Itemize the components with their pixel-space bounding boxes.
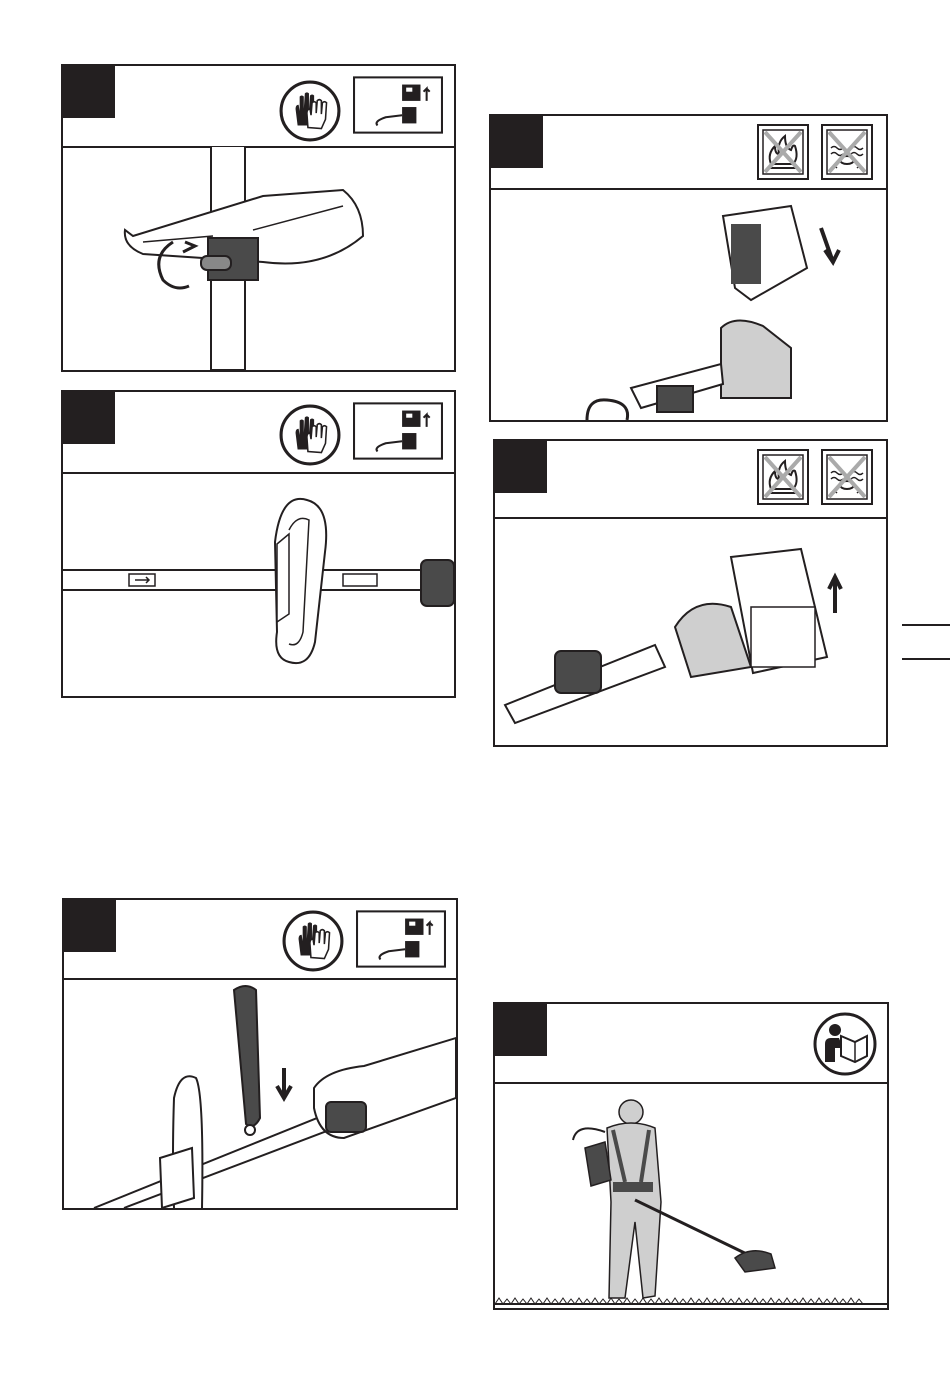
step-number-box bbox=[63, 66, 115, 118]
handle-position-illustration bbox=[63, 472, 454, 696]
panel-header bbox=[63, 66, 454, 148]
panel-handle-position bbox=[61, 390, 456, 698]
step-number-box bbox=[63, 392, 115, 444]
remove-battery-icon bbox=[353, 402, 443, 460]
panel-header bbox=[495, 441, 886, 519]
panel-header bbox=[63, 392, 454, 474]
step-number-box bbox=[491, 116, 543, 168]
panel-header bbox=[64, 900, 456, 980]
panel-strap-clamp bbox=[61, 64, 456, 372]
gloves-icon bbox=[279, 404, 341, 466]
operator-illustration bbox=[495, 1082, 887, 1308]
gloves-icon bbox=[282, 910, 344, 972]
panel-attach-shoulder-strap bbox=[62, 898, 458, 1210]
step-number-box bbox=[64, 900, 116, 952]
no-fire-icon bbox=[757, 124, 809, 180]
page-edge-tab-bottom bbox=[902, 658, 950, 660]
panel-insert-battery bbox=[489, 114, 888, 422]
insert-battery-illustration bbox=[491, 188, 886, 420]
panel-operating-position bbox=[493, 1002, 889, 1310]
step-number-box bbox=[495, 441, 547, 493]
page-edge-tab-top bbox=[902, 624, 950, 626]
no-fire-icon bbox=[757, 449, 809, 505]
step-number-box bbox=[495, 1004, 547, 1056]
panel-header bbox=[491, 116, 886, 190]
no-water-icon bbox=[821, 449, 873, 505]
remove-battery-icon bbox=[356, 910, 446, 968]
strap-clamp-illustration bbox=[63, 146, 454, 370]
shoulder-strap-illustration bbox=[64, 978, 456, 1208]
read-manual-icon bbox=[813, 1012, 877, 1076]
gloves-icon bbox=[279, 80, 341, 142]
remove-battery-illustration bbox=[495, 517, 886, 745]
no-water-icon bbox=[821, 124, 873, 180]
remove-battery-icon bbox=[353, 76, 443, 134]
panel-header bbox=[495, 1004, 887, 1084]
panel-remove-battery bbox=[493, 439, 888, 747]
